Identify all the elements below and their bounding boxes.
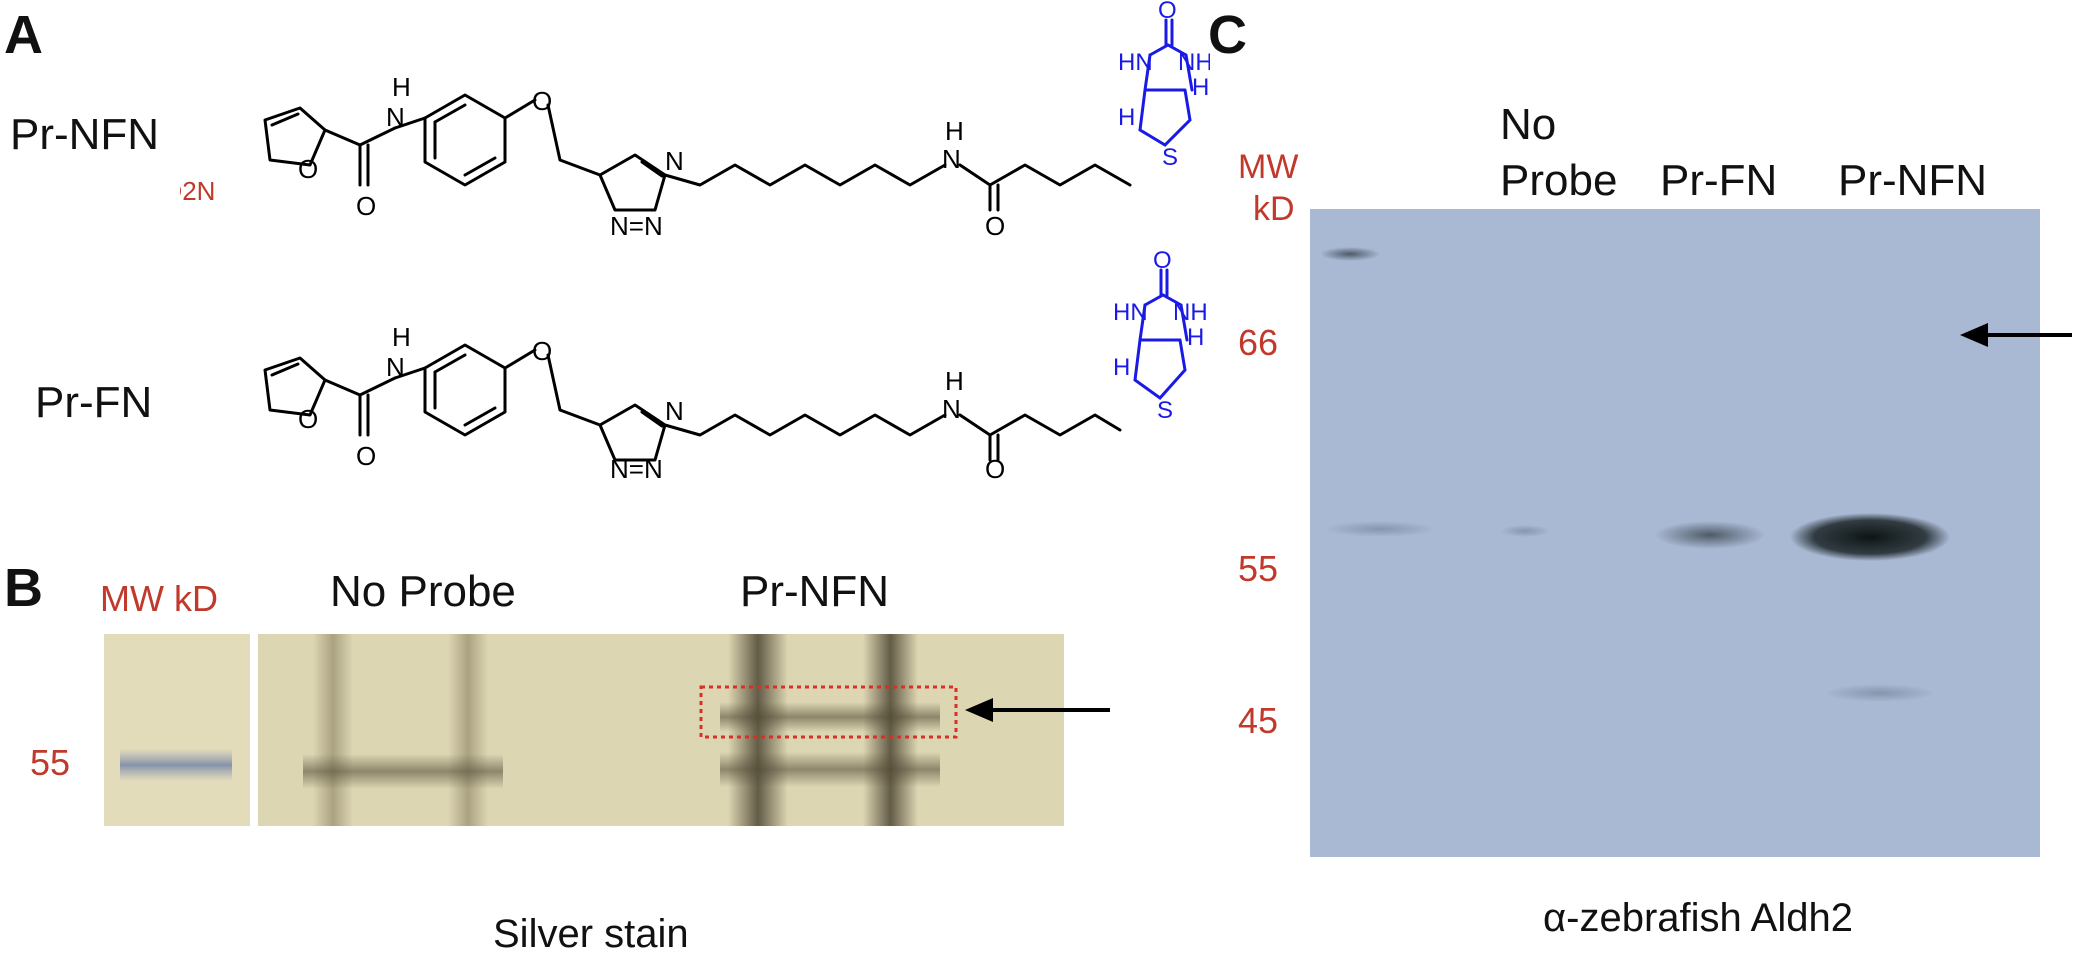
biotin-s-label: S	[1162, 144, 1178, 171]
mw-marker-55: 55	[30, 742, 71, 783]
probe-name-pr-nfn: Pr-NFN	[10, 110, 160, 159]
triazole-n1-label: N	[665, 396, 684, 426]
linker-n-label: N	[942, 394, 961, 424]
lane-label-pr-fn: Pr-FN	[1660, 156, 1778, 205]
mw-marker-45: 45	[1238, 700, 1279, 741]
biotin-pr-nfn: O HN NH H H S	[1120, 0, 1210, 171]
amide-h-label: H	[392, 322, 411, 352]
arrow-b-icon	[965, 698, 1110, 722]
marker-band-55	[120, 749, 232, 781]
amide-n-label: N	[386, 352, 405, 382]
linker-o-label: O	[985, 454, 1005, 480]
mw-marker-55: 55	[1238, 548, 1279, 589]
biotin-s-label: S	[1157, 397, 1173, 424]
silver-stain-gel	[258, 634, 1064, 826]
arrow-c-icon	[1960, 323, 2072, 347]
linker-o-label: O	[985, 211, 1005, 241]
biotin-h1-label: H	[1115, 354, 1130, 381]
biotin-o-label: O	[1158, 0, 1177, 24]
linker-n-label: N	[942, 144, 961, 174]
biotin-h2-label: H	[1187, 324, 1204, 351]
biotin-h1-label: H	[1120, 104, 1135, 131]
triazole-nn-label: N=N	[610, 211, 663, 241]
lane-label-pr-nfn: Pr-NFN	[740, 567, 890, 616]
amide-o-label: O	[356, 441, 376, 471]
linker-h-label: H	[945, 116, 964, 146]
lane-label-no-probe: No Probe	[330, 567, 516, 616]
faint-band-no-probe	[1500, 525, 1550, 537]
panel-c-letter: C	[1208, 5, 1247, 65]
substituent-o2n: O2N	[180, 176, 215, 206]
furan-o-label: O	[298, 404, 318, 434]
biotin-h2-label: H	[1192, 74, 1209, 101]
caption-antibody: α-zebrafish Aldh2	[1543, 896, 1853, 940]
furan-o-label: O	[298, 154, 318, 184]
band-pr-fn	[1655, 521, 1765, 549]
lane-label-pr-nfn: Pr-NFN	[1838, 156, 1988, 205]
lane-label-no: No	[1500, 100, 1557, 149]
mw-marker-66: 66	[1238, 322, 1279, 363]
faint-band-lane1	[1325, 521, 1435, 537]
amide-o-label: O	[356, 191, 376, 221]
lane-label-probe: Probe	[1500, 156, 1618, 205]
mw-header-line1: MW	[1238, 148, 1299, 186]
triazole-nn-label: N=N	[610, 454, 663, 480]
probe-name-pr-fn: Pr-FN	[35, 378, 153, 427]
marker-gel-strip	[104, 634, 250, 826]
ether-o-label: O	[532, 336, 552, 366]
triazole-n1-label: N	[665, 146, 684, 176]
structure-pr-fn: H O O H N O N N=N H N O	[263, 322, 1122, 480]
panel-a-letter: A	[4, 5, 43, 65]
mw-header: MW kD	[100, 578, 218, 619]
western-blot-membrane	[1310, 209, 2040, 857]
biotin-pr-fn: O HN NH H H S	[1115, 248, 1208, 424]
biotin-hn-label: HN	[1120, 49, 1153, 76]
mw-header-line2: kD	[1253, 190, 1295, 228]
ether-o-label: O	[532, 86, 552, 116]
amide-h-label: H	[392, 72, 411, 102]
biotin-nh-label: NH	[1173, 299, 1208, 326]
panel-b-letter: B	[4, 558, 43, 618]
biotin-hn-label: HN	[1115, 299, 1148, 326]
highlight-box	[699, 685, 958, 739]
biotin-o-label: O	[1153, 248, 1172, 274]
caption-silver-stain: Silver stain	[493, 912, 689, 956]
marker-band-top	[1320, 247, 1380, 261]
amide-n-label: N	[386, 102, 405, 132]
band-pr-nfn	[1790, 513, 1950, 561]
biotin-nh-label: NH	[1178, 49, 1210, 76]
band-pr-nfn-lower	[1825, 684, 1935, 702]
structure-pr-nfn: O2N O O H N O N N=N H N O	[180, 72, 1132, 241]
linker-h-label: H	[945, 366, 964, 396]
